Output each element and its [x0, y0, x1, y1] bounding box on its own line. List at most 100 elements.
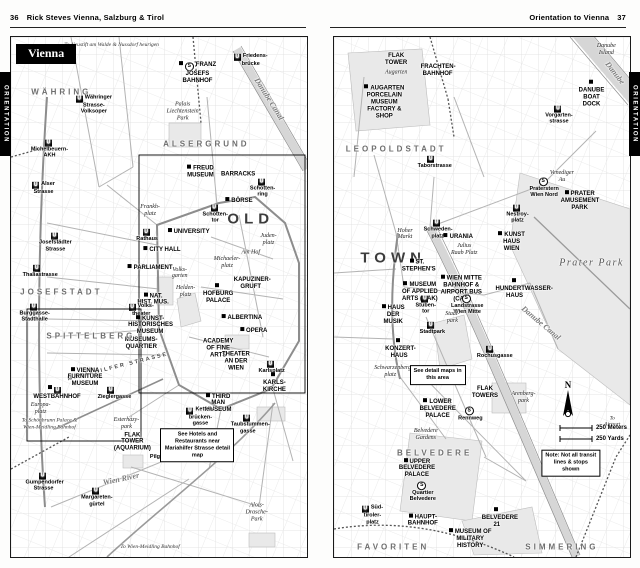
- landmark-square-icon: [206, 392, 211, 397]
- ubahn-icon: U: [427, 155, 435, 163]
- map-label-lm: FRACHTEN-BAHNHOF: [420, 63, 456, 77]
- map-label-lm: URANIA: [443, 233, 473, 241]
- landmark-square-icon: [215, 283, 220, 288]
- map-label-lm: ALBERTINA: [221, 313, 262, 322]
- map-label-pl: Esterházy-park: [113, 417, 140, 431]
- minor-streets-left: [46, 37, 294, 557]
- map-label-lm: MUSEUMS-QUARTIER: [124, 336, 158, 350]
- orientation-tab-right: ORIENTATION: [629, 72, 640, 156]
- map-label-district: LEOPOLDSTADT: [345, 144, 447, 154]
- map-label-district: SPITTELBERG: [46, 331, 136, 341]
- book-title: Rick Steves Vienna, Salzburg & Tirol: [26, 13, 165, 22]
- map-label-lm: KARLS-KIRCHE: [260, 371, 288, 394]
- map-label-pl: Frankh-platz: [140, 204, 160, 218]
- map-label-mt: UTaborstrasse: [417, 155, 452, 169]
- ubahn-icon: U: [50, 233, 58, 241]
- map-label-lm: HAUPT-BAHNHOF: [407, 513, 438, 528]
- ubahn-icon: U: [53, 387, 61, 395]
- landmark-square-icon: [440, 274, 445, 279]
- map-label-pl: Schwarzenberg-platz: [374, 365, 414, 379]
- landmark-square-icon: [448, 527, 453, 532]
- map-label-lm: MUSEUM OF MILITARY HISTORY: [448, 527, 492, 550]
- map-label-wt: Wien River: [101, 470, 140, 488]
- map-label-pl: Juden-platz: [260, 232, 277, 246]
- map-label-pl: Alois-Drasche-Park: [245, 502, 268, 523]
- scale-yards-label: 250 Yards: [595, 436, 624, 443]
- map-label-mt: USchweden-platz: [423, 220, 453, 240]
- ubahn-icon: U: [258, 178, 266, 186]
- ubahn-icon: U: [33, 264, 41, 272]
- map-label-tiny: To Schönbrunn Palace & Wien-Meidling Bah…: [21, 418, 78, 431]
- map-label-lm: HAUS DER MUSIK: [381, 304, 405, 326]
- map-label-mt: UMargareten-gürtel: [81, 487, 113, 508]
- right-page-number: 37: [617, 13, 626, 22]
- map-label-pl: Helden-platz: [175, 284, 196, 298]
- landmark-square-icon: [423, 397, 428, 402]
- landmark-square-icon: [47, 385, 52, 390]
- map-label-district: BELVEDERE: [396, 448, 473, 458]
- map-label-district: SIMMERING: [525, 542, 599, 551]
- sbahn-icon: S: [464, 406, 474, 416]
- wien-river: [106, 402, 276, 557]
- map-label-mt: UKarlsplatz: [258, 360, 285, 374]
- ubahn-icon: U: [421, 295, 429, 303]
- ubahn-icon: U: [266, 361, 274, 369]
- map-label-district: FAVORITEN: [357, 542, 430, 551]
- map-label-note: See detail maps in this area: [409, 365, 466, 385]
- landmark-square-icon: [381, 304, 386, 309]
- map-label-lm: BELVEDERE 21: [482, 507, 518, 529]
- map-label-lm: VIENNA FURNITURE MUSEUM: [67, 366, 103, 388]
- map-label-lm: OPERA: [240, 326, 267, 335]
- ubahn-icon: U: [75, 95, 83, 103]
- map-label-lm: ACADEMY OF FINE ARTS: [203, 338, 234, 359]
- mariahilfer-strasse-road: [54, 378, 164, 430]
- landmark-square-icon: [271, 371, 276, 376]
- park-areas-right: [347, 48, 630, 556]
- scale-bar-icon: [559, 425, 593, 432]
- map-label-park: Prater Park: [559, 257, 624, 269]
- left-page: 36 Rick Steves Vienna, Salzburg & Tirol: [0, 13, 308, 558]
- map-label-lm: KUNST HAUS WIEN: [495, 231, 529, 254]
- map-label-lm: ST. STEPHEN'S: [401, 258, 436, 273]
- map-label-district: WÄHRING: [31, 87, 92, 96]
- map-label-tiny: To Neustift am Walde & Nussdorf heurigen: [64, 41, 159, 48]
- landmark-square-icon: [443, 233, 448, 238]
- map-label-lm: UPPER BELVEDERE PALACE: [398, 457, 436, 479]
- map-label-mt: UZieglergasse: [97, 387, 132, 401]
- ubahn-icon: U: [32, 181, 40, 189]
- ubahn-icon: U: [142, 228, 150, 236]
- map-label-note: See Hotels and Restaurants near Mariahil…: [160, 428, 235, 462]
- map-label-pl: Michaeler-platz: [213, 256, 241, 270]
- map-label-mt: UThaliastrasse: [22, 264, 58, 278]
- map-label-lm: WIEN MITTE BAHNHOF & AIRPORT BUS (CAT): [440, 274, 482, 303]
- map-label-mt: URochusgasse: [476, 345, 513, 359]
- map-label-mt: UVorgarten-strasse: [545, 105, 573, 125]
- right-page-header: Orientation to Vienna 37: [330, 13, 626, 28]
- danube-canal-left: [233, 46, 307, 172]
- scale-bar-icon: [559, 436, 593, 443]
- map-label-tiny: To Wien-Meidling Bahnhof: [120, 543, 180, 550]
- danube-river: [572, 37, 630, 105]
- landmark-square-icon: [221, 313, 226, 318]
- map-label-mt: UGumpendorfer Strasse: [25, 472, 64, 492]
- map-label-district: ALSERGRUND: [163, 139, 250, 148]
- map-label-mt: URathaus: [136, 228, 158, 242]
- map-label-wt: Danube Canal: [251, 76, 286, 123]
- ubahn-icon: U: [92, 487, 100, 495]
- map-label-lm: FLAK TOWER: [385, 53, 408, 67]
- map-label-lm: BÖRSE: [225, 196, 253, 205]
- map-label-pl: Augarten: [384, 69, 408, 76]
- map-label-pl: Stadt-park: [445, 310, 460, 324]
- map-title: Vienna: [16, 44, 77, 64]
- map-label-wt: Danube: [603, 60, 627, 87]
- map-label-mt: USchotten-tor: [202, 204, 228, 224]
- ubahn-icon: U: [427, 322, 435, 330]
- prater-hauptallee: [533, 216, 630, 310]
- map-label-pl: Belvedere Gardens: [413, 427, 438, 441]
- map-label-mt: SQuartier Belvedere: [409, 481, 436, 503]
- map-label-mt: UTaubstummen-gasse: [230, 415, 270, 435]
- landmark-square-icon: [588, 79, 593, 84]
- compass-needle-icon: [563, 390, 573, 418]
